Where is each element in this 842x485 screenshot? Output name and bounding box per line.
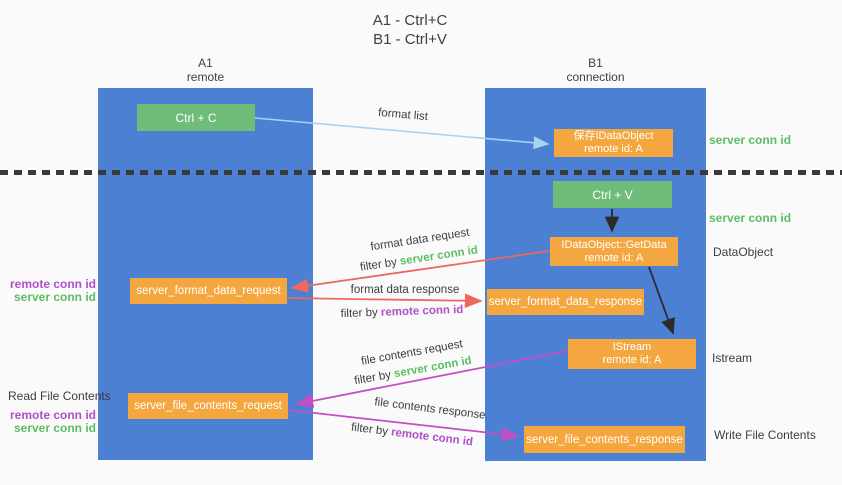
lane-b1-name: B1 (588, 56, 603, 70)
node-ctrl-c-label: Ctrl + C (175, 110, 217, 125)
label-server-conn-id-left-2: server conn id (13, 421, 96, 435)
node-format-request-label: server_format_data_request (136, 285, 281, 297)
label-format-data-response: format data response (350, 284, 460, 296)
node-server-format-data-response: server_format_data_response (487, 289, 644, 315)
diagram-title: A1 - Ctrl+C B1 - Ctrl+V (310, 11, 510, 49)
node-save-dataobject: 保存IDataObject remote id: A (554, 129, 673, 157)
label-server-conn-id-ctrlv-right: server conn id (709, 211, 792, 225)
node-istream-line1: IStream (612, 341, 652, 353)
node-file-request-label: server_file_contents_request (134, 400, 282, 412)
label-write-file-contents: Write File Contents (714, 428, 816, 442)
node-ctrl-c: Ctrl + C (137, 104, 255, 131)
label-remote-conn-id-left-2: remote conn id (9, 408, 96, 422)
node-save-dataobject-line2: remote id: A (584, 143, 643, 155)
dotted-separator (0, 170, 842, 175)
node-server-format-data-request: server_format_data_request (130, 278, 287, 304)
title-line-1: A1 - Ctrl+C (372, 12, 448, 29)
lane-header-b1: B1 connection (485, 56, 706, 84)
node-ctrl-v-label: Ctrl + V (592, 187, 633, 202)
label-filter-by-remote-conn-id-1: filter by remote conn id (340, 303, 464, 321)
conn-id-stack-file: remote conn id server conn id (10, 409, 96, 435)
label-server-conn-id-left-1: server conn id (13, 290, 96, 304)
lane-a1-name: A1 (198, 56, 213, 70)
label-dataobject: DataObject (713, 245, 774, 259)
label-file-contents-response: file contents response (373, 396, 487, 422)
node-server-file-contents-response: server_file_contents_response (524, 426, 685, 453)
label-format-list: format list (377, 106, 429, 124)
node-getdata-line2: remote id: A (584, 251, 644, 264)
node-istream: IStream remote id: A (568, 339, 696, 369)
label-remote-conn-id-left-1: remote conn id (9, 277, 96, 291)
node-ctrl-v: Ctrl + V (553, 181, 672, 208)
lane-a1-role: remote (186, 70, 225, 84)
lane-b1-role: connection (566, 70, 625, 84)
label-server-conn-id-top-right: server conn id (709, 133, 792, 147)
node-format-response-label: server_format_data_response (488, 296, 643, 308)
node-getdata-line1: IDataObject::GetData (561, 238, 667, 251)
lane-header-a1: A1 remote (98, 56, 313, 84)
node-file-response-label: server_file_contents_response (526, 433, 683, 446)
node-server-file-contents-request: server_file_contents_request (128, 393, 288, 419)
conn-id-stack-format: remote conn id server conn id (10, 278, 96, 304)
label-read-file-contents: Read File Contents (8, 389, 111, 403)
node-save-dataobject-line1: 保存IDataObject (573, 130, 654, 142)
node-istream-line2: remote id: A (602, 354, 662, 366)
label-istream: Istream (712, 351, 753, 365)
arrow-format-data-response (286, 293, 483, 308)
label-filter-by-remote-conn-id-2: filter by remote conn id (350, 421, 474, 449)
node-idataobject-getdata: IDataObject::GetData remote id: A (550, 237, 678, 266)
title-line-2: B1 - Ctrl+V (373, 31, 447, 48)
